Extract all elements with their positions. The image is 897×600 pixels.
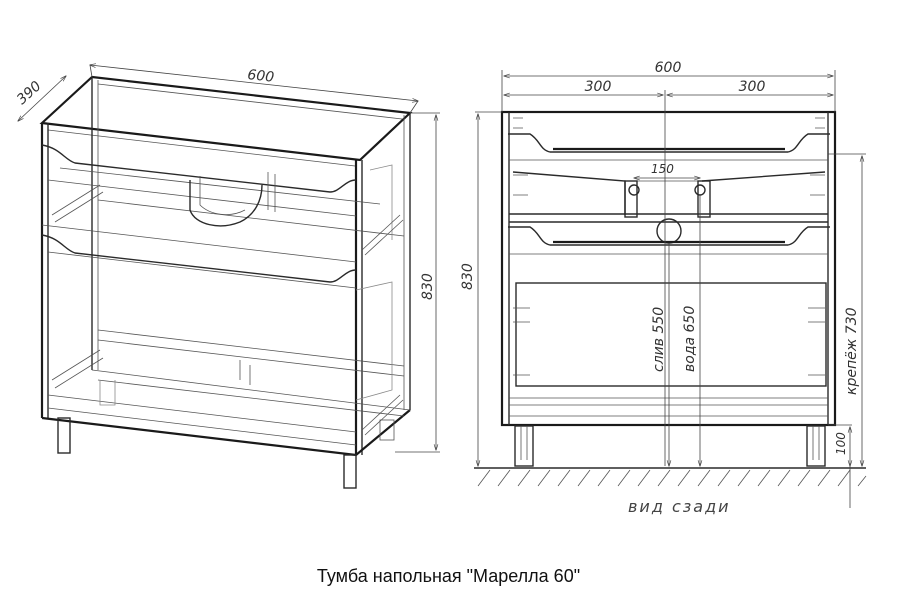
leg-front-right xyxy=(343,454,357,489)
dim-half-left: 300 xyxy=(585,79,612,95)
dim-mount-spacing: 150 xyxy=(651,162,674,176)
rear-view: 600 300 300 150 830 слив 550 вода 650 кр… xyxy=(460,60,867,516)
dim-rear-height: 830 xyxy=(460,263,476,290)
rear-upper-drawer xyxy=(508,133,830,153)
product-caption: Тумба напольная "Марелла 60" xyxy=(316,566,581,586)
leg-back-right xyxy=(379,419,395,441)
rear-view-label: вид сзади xyxy=(628,497,731,516)
dim-mount: крепёж 730 xyxy=(844,307,860,395)
upper-drawer-front xyxy=(41,144,357,193)
mount-plate-left xyxy=(624,180,638,218)
rear-leg-right xyxy=(806,425,826,467)
leg-front-left xyxy=(57,417,71,454)
dim-legs: 100 xyxy=(834,432,848,455)
mount-plate-right xyxy=(697,180,711,218)
dim-water: вода 650 xyxy=(682,306,698,372)
mount-hole-left xyxy=(628,184,640,196)
dim-iso-height: 830 xyxy=(420,273,436,300)
rear-carcass xyxy=(500,110,837,427)
dim-iso-depth: 390 xyxy=(14,78,45,108)
dim-drain: слив 550 xyxy=(651,307,667,372)
dim-iso-width: 600 xyxy=(247,67,275,86)
top-frame xyxy=(39,75,413,162)
mount-hole-right xyxy=(694,184,706,196)
dim-rear-width: 600 xyxy=(655,60,682,76)
lower-drawer-front xyxy=(41,234,357,283)
isometric-view: 600 390 830 xyxy=(14,65,440,489)
dim-half-right: 300 xyxy=(739,79,766,95)
siphon-cutout xyxy=(189,180,263,227)
floor-hatching xyxy=(477,469,867,487)
rear-leg-left xyxy=(514,425,534,467)
rear-lower-panel xyxy=(515,282,827,387)
